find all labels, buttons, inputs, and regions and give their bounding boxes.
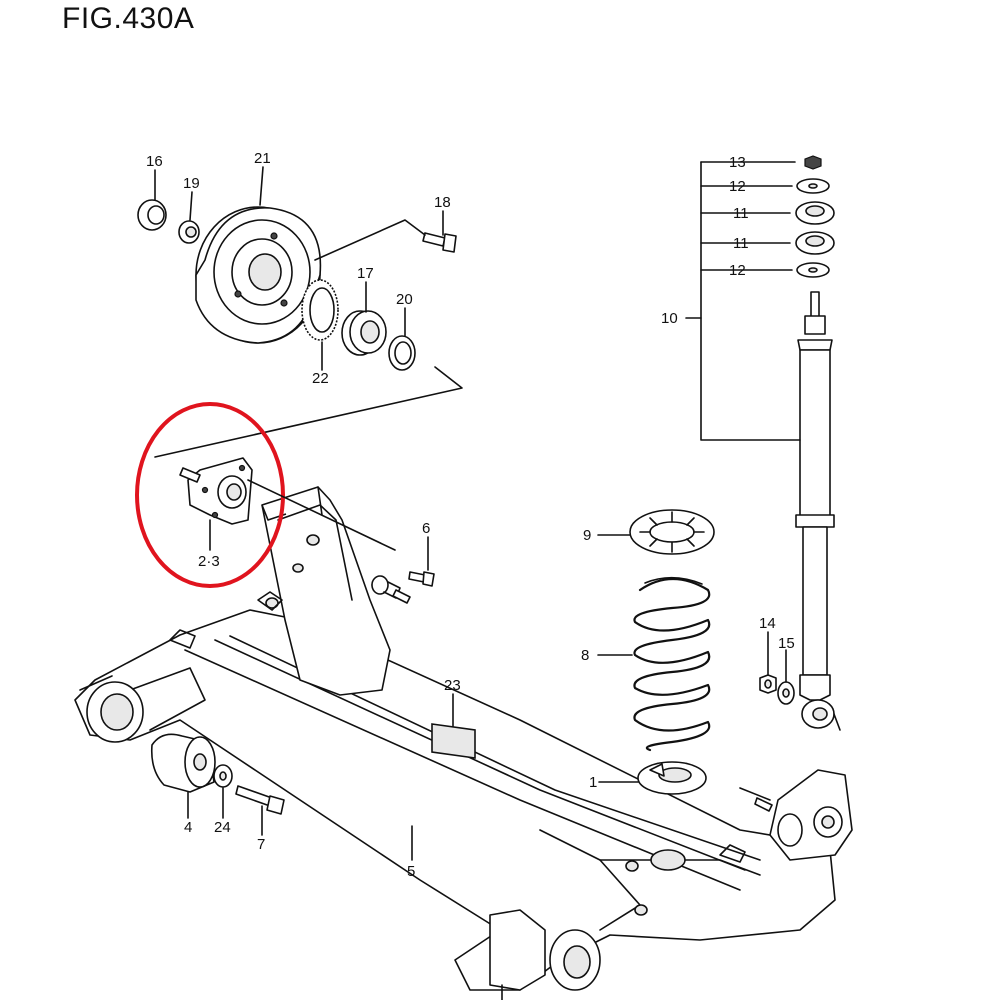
label-1: 1	[589, 774, 597, 791]
label-11a: 11	[733, 205, 749, 222]
label-21: 21	[254, 150, 271, 167]
bearing-cap	[178, 220, 200, 244]
shock-nut	[759, 674, 777, 694]
shock-washer	[777, 681, 795, 705]
sensor-ring	[301, 279, 339, 341]
coil-spring	[633, 576, 711, 752]
label-19: 19	[183, 175, 200, 192]
drum-bolt	[422, 232, 457, 253]
left-axle-bracket	[257, 486, 411, 696]
label-11b: 11	[733, 235, 749, 252]
label-18: 18	[434, 194, 451, 211]
oil-seal	[137, 199, 167, 231]
spindle	[179, 457, 253, 525]
label-23: 23	[444, 677, 461, 694]
label-6: 6	[422, 520, 430, 537]
bushing-washer	[213, 764, 233, 788]
label-14: 14	[759, 615, 776, 632]
label-4: 4	[184, 819, 192, 836]
label-15: 15	[778, 635, 795, 652]
upper-spring-seat	[629, 509, 715, 555]
label-17: 17	[357, 265, 374, 282]
axle-bushing	[150, 733, 216, 793]
bolt	[408, 571, 435, 587]
label-12a: 12	[729, 178, 746, 195]
right-axle-bracket	[739, 769, 853, 861]
label-16: 16	[146, 153, 163, 170]
caution-label	[431, 723, 476, 759]
label-20: 20	[396, 291, 413, 308]
label-13: 13	[729, 154, 746, 171]
label-10: 10	[661, 310, 678, 327]
snap-ring	[388, 335, 416, 371]
bushing-bolt-right	[754, 797, 773, 812]
shock-top-hardware	[795, 155, 835, 278]
label-12b: 12	[729, 262, 746, 279]
label-5: 5	[407, 863, 415, 880]
hub-bearing	[341, 310, 387, 356]
label-8: 8	[581, 647, 589, 664]
label-9: 9	[583, 527, 591, 544]
label-24: 24	[214, 819, 231, 836]
label-22: 22	[312, 370, 329, 387]
lower-spring-seat	[637, 761, 707, 795]
figure-title: FIG.430A	[62, 2, 195, 35]
shock-absorber	[795, 291, 841, 731]
label-7: 7	[257, 836, 265, 853]
rear-axle-beam	[74, 597, 836, 991]
bushing-bolt	[235, 785, 285, 815]
label-2-3: 2·3	[198, 553, 220, 570]
brake-drum	[195, 206, 322, 344]
highlight-circle	[135, 402, 285, 588]
